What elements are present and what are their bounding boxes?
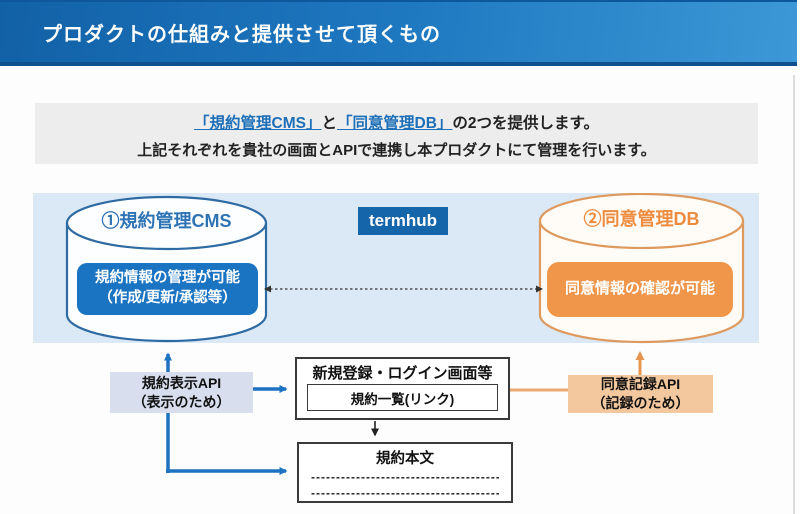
consent-record-api-line2: （記録のため） (591, 395, 690, 411)
signup-login-screen-title: 新規登録・ログイン画面等 (312, 365, 493, 382)
intro-line1-tail: の2つを提供します。 (452, 115, 599, 132)
terms-body-box: 規約本文 -----------------------------------… (297, 442, 513, 503)
signup-login-screen-box: 新規登録・ログイン画面等 規約一覧(リンク) (295, 357, 510, 420)
intro-box: 「規約管理CMS」と「同意管理DB」の2つを提供します。 上記それぞれを貴社の画… (35, 103, 758, 164)
terms-body-title: 規約本文 (376, 451, 434, 467)
intro-line1-mid: と (321, 115, 337, 132)
consent-db-title: ②同意管理DB (583, 209, 700, 229)
terms-cms-capability-line2: （作成/更新/承認等） (98, 290, 237, 306)
terms-display-api-line2: （表示のため） (132, 393, 231, 410)
terms-cms-capability: 規約情報の管理が可能 （作成/更新/承認等） (77, 263, 258, 315)
terms-list-link-box[interactable]: 規約一覧(リンク) (307, 384, 498, 411)
terms-cms-title: ①規約管理CMS (101, 211, 232, 231)
intro-line2: 上記それぞれを貴社の画面とAPIで連携し本プロダクトにて管理を行います。 (137, 142, 656, 159)
terms-body-placeholder-line2: ---------------------------------------- (311, 486, 499, 500)
slide-header: プロダクトの仕組みと提供させて頂くもの (0, 0, 797, 66)
terms-cms-link[interactable]: 「規約管理CMS」 (194, 115, 322, 132)
consent-record-api-line1: 同意記録API (600, 376, 681, 393)
terms-display-api-box: 規約表示API （表示のため） (110, 372, 253, 413)
right-edge-divider (793, 75, 795, 514)
terms-cms-capability-line1: 規約情報の管理が可能 (95, 270, 240, 287)
terms-body-placeholder-line1: ---------------------------------------- (311, 470, 499, 484)
termhub-brand-badge: termhub (358, 207, 448, 235)
intro-line1: 「規約管理CMS」と「同意管理DB」の2つを提供します。 (35, 111, 758, 133)
consent-record-api-box: 同意記録API （記録のため） (568, 375, 713, 413)
page-title: プロダクトの仕組みと提供させて頂くもの (42, 23, 441, 46)
consent-db-link[interactable]: 「同意管理DB」 (337, 115, 453, 132)
terms-display-api-line1: 規約表示API (141, 374, 222, 391)
consent-db-capability: 同意情報の確認が可能 (547, 262, 733, 317)
